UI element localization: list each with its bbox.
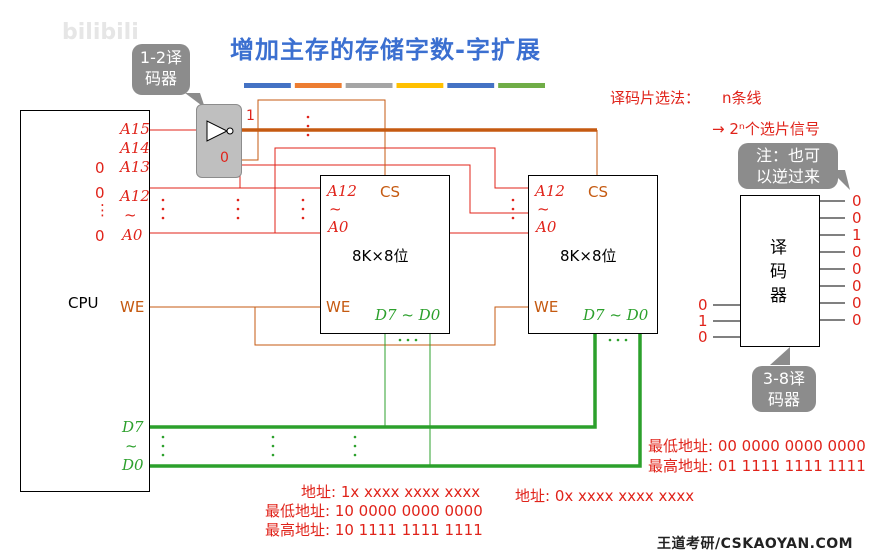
decoder12-out-1: 1 (246, 108, 255, 124)
chip2-address-min: 最低地址: 00 0000 0000 0000 (648, 437, 866, 455)
chip1-address-max: 最高地址: 10 1111 1111 1111 (265, 521, 483, 539)
a12-value: 0 (95, 184, 105, 202)
cpu-pin-a0: A0 (122, 226, 143, 244)
decoder12-box (196, 104, 242, 178)
cpu-pin-tilde: ~ (124, 206, 137, 224)
cpu-pin-a13: A13 (120, 158, 150, 176)
chip2-pin-tilde: ~ (537, 200, 550, 218)
cpu-pin-a15: A15 (120, 120, 150, 138)
buffer-icon (206, 120, 234, 142)
chip2-address-pattern: 地址: 0x xxxx xxxx xxxx (515, 487, 695, 505)
decoder38-out-7: 0 (852, 311, 862, 329)
chip1-pin-cs: CS (380, 183, 400, 201)
chip2-pin-we: WE (534, 298, 559, 316)
note-reverse-callout: 注：也可 以逆过来 (738, 143, 838, 189)
decoder38-out-0: 0 (852, 192, 862, 210)
cpu-pin-d7: D7 (122, 418, 144, 436)
chip1-box (320, 175, 450, 334)
chip1-pin-a12: A12 (327, 182, 357, 200)
title-bar-segment (498, 83, 545, 88)
decoder38-in-1: 1 (698, 312, 708, 330)
decoder38-box (740, 195, 820, 347)
footer-brand: 王道考研/CSKAOYAN.COM (657, 536, 854, 552)
decoder38-callout: 3-8译 码器 (752, 366, 816, 412)
cpu-pin-d0: D0 (122, 456, 144, 474)
wire-dec-out0 (240, 99, 386, 175)
decoder38-out-5: 0 (852, 277, 862, 295)
decoder12-callout: 1-2译 码器 (132, 44, 190, 95)
chip1-pin-we: WE (326, 298, 351, 316)
chip1-pin-a0: A0 (328, 218, 349, 236)
chip2-pin-data: D7 ~ D0 (583, 306, 649, 324)
chip1-address-pattern: 地址: 1x xxxx xxxx xxxx (301, 483, 481, 501)
decoder38-out-3: 0 (852, 243, 862, 261)
chip1-address-min: 最低地址: 10 0000 0000 0000 (265, 502, 483, 520)
decoder38-in-0: 0 (698, 296, 708, 314)
decoder12-out-0: 0 (220, 150, 229, 166)
title-bar-segment (345, 83, 393, 88)
chip2-box (528, 175, 658, 334)
decoder38-out-6: 0 (852, 294, 862, 312)
chip1-pin-tilde: ~ (329, 200, 342, 218)
decoder38-label: 译 码 器 (770, 238, 787, 306)
cpu-pin-a12: A12 (120, 187, 150, 205)
decoder38-in-2: 0 (698, 328, 708, 346)
wire-d7 (150, 333, 597, 429)
cpu-pin-we: WE (120, 298, 145, 316)
wire-a0-chip2 (274, 147, 528, 233)
title-bar-segment (396, 83, 444, 88)
chip2-pin-a12: A12 (535, 182, 565, 200)
title-color-bar (244, 83, 545, 88)
chip2-capacity: 8K×8位 (560, 247, 617, 265)
address-ellipsis-dots (161, 115, 515, 220)
title-bar-segment (244, 83, 291, 88)
chip2-pin-a0: A0 (536, 218, 557, 236)
title-underline (243, 73, 548, 88)
cpu-pin-a14: A14 (120, 139, 150, 157)
chip1-capacity: 8K×8位 (352, 247, 409, 265)
title-bar-segment (294, 83, 342, 88)
note-select-method: 译码片选法： (610, 89, 701, 107)
note-n-lines: n条线 (722, 89, 762, 107)
mid-ellipsis: ⋮ (95, 201, 110, 219)
note-signals: → 2ⁿ个选片信号 (712, 120, 820, 138)
page-title: 增加主存的存储字数-字扩展 (230, 36, 541, 64)
cpu-pin-tilde-d: ~ (125, 437, 138, 455)
a13-value: 0 (95, 159, 105, 177)
cpu-box (20, 110, 150, 492)
title-bar-segment (447, 83, 495, 88)
wire-we-chip2 (254, 306, 528, 346)
callout-pointer-38 (770, 347, 790, 365)
watermark: bilibili (62, 20, 139, 45)
chip2-address-max: 最高地址: 01 1111 1111 1111 (648, 457, 866, 475)
a0-value: 0 (95, 227, 105, 245)
decoder38-pins (713, 200, 845, 338)
chip2-pin-cs: CS (588, 183, 608, 201)
cpu-label: CPU (68, 294, 99, 312)
decoder38-out-1: 0 (852, 209, 862, 227)
wire-d0 (150, 333, 642, 468)
decoder38-out-4: 0 (852, 260, 862, 278)
data-ellipsis-dots (161, 338, 628, 457)
decoder38-out-2: 1 (852, 226, 862, 244)
chip1-pin-data: D7 ~ D0 (375, 306, 441, 324)
